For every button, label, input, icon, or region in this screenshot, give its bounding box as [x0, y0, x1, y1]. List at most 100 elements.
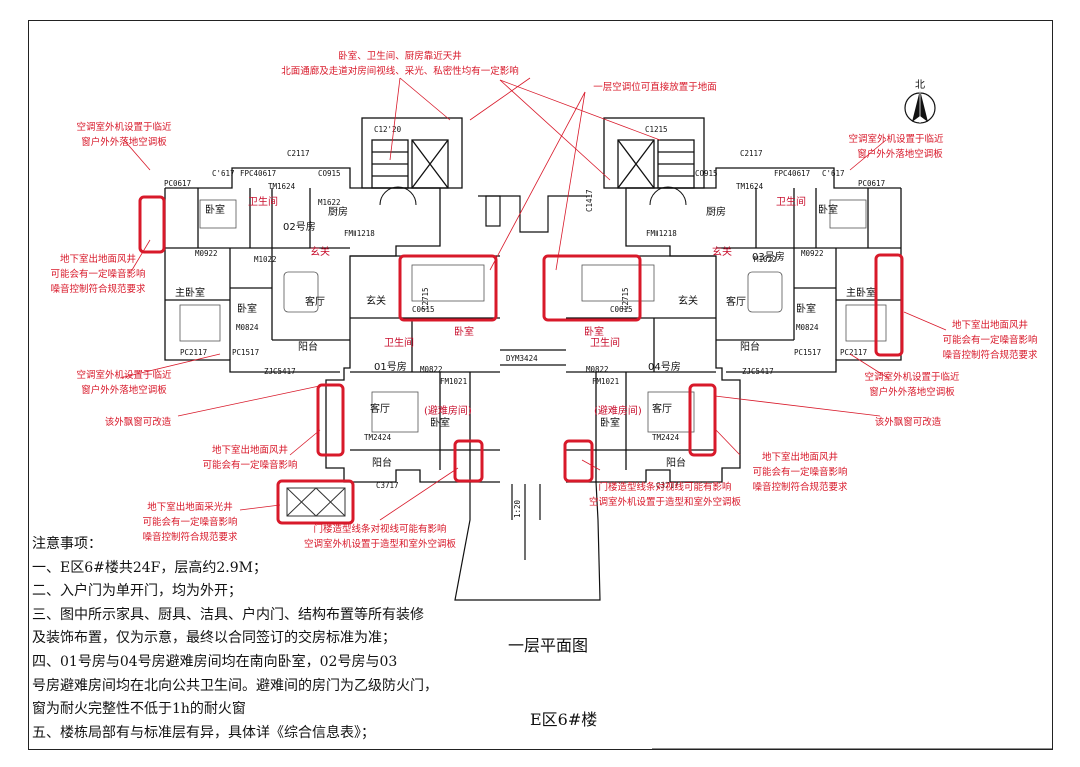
room-label: 阳台 — [666, 456, 686, 469]
opening-code: FPC40617 — [240, 169, 276, 178]
note-line: 一、E区6#楼共24F，层高约2.9M； — [32, 559, 267, 576]
highlight-ac-right — [874, 253, 904, 357]
room-label: 阳台 — [298, 340, 318, 353]
annotation-text: 噪音控制符合规范要求 — [752, 481, 848, 493]
opening-code: C0615 — [412, 305, 435, 314]
notes-block: 注意事项： 一、E区6#楼共24F，层高约2.9M； 二、入户门为单开门，均为外… — [32, 533, 502, 745]
opening-code: CO915 — [695, 169, 718, 178]
building-title: E区6#楼 — [530, 710, 598, 729]
stair-core-left — [379, 186, 417, 206]
annotation-text: 可能会有一定噪音影响 — [142, 516, 237, 528]
room-label: 客厅 — [370, 402, 390, 415]
opening-code: FPC40617 — [774, 169, 810, 178]
opening-code: TM1624 — [268, 182, 296, 191]
opening-code: M1622 — [318, 198, 341, 207]
opening-code: C2715 — [621, 287, 630, 310]
opening-code: PC2117 — [180, 348, 207, 357]
room-label: 阳台 — [372, 456, 392, 469]
opening-code: M1022 — [254, 255, 277, 264]
annotation-text: 空调室外机设置于临近 — [864, 371, 960, 383]
drawing-border — [28, 20, 1053, 750]
opening-code: C'617 — [212, 169, 235, 178]
opening-code: C3717 — [656, 481, 679, 490]
note-line: 及装饰布置，仅为示意，最终以合同签订的交房标准为准； — [32, 630, 396, 647]
annotation-text: 门楼造型线条对视线可能有影响 — [598, 481, 731, 493]
highlight-skylight — [276, 479, 355, 525]
opening-code: PC1517 — [794, 348, 821, 357]
notes-heading: 注意事项： — [32, 536, 102, 552]
note-line: 号房避难房间均在北向公共卫生间。避难间的房门为乙级防火门， — [32, 677, 438, 694]
annotation-text: 地下室出地面风井 — [212, 444, 288, 456]
highlight-boxes — [138, 195, 904, 525]
annotation-text: 噪音控制符合规范要求 — [50, 283, 146, 295]
highlight-entrance-right — [563, 439, 594, 483]
opening-code: C12'20 — [374, 125, 402, 134]
north-arrow-icon: 北 — [904, 79, 936, 124]
opening-code: M0824 — [236, 323, 259, 332]
annotation-text: 噪音控制符合规范要求 — [142, 531, 238, 543]
highlight-ac-left-mid — [316, 383, 345, 457]
room-label: 卫生间 — [384, 336, 414, 349]
room-label: 厨房 — [328, 205, 348, 218]
room-label: 玄关 — [310, 245, 330, 258]
annotation-text: 地下室出地面风井 — [762, 451, 838, 463]
opening-code: M0922 — [801, 249, 824, 258]
highlight-ac-right-mid — [688, 383, 717, 457]
opening-code: M0922 — [195, 249, 218, 258]
annotation-text: 空调室外机设置于临近 — [76, 369, 172, 381]
note-line: 五、楼栋局部有与标准层有异，具体详《综合信息表》； — [32, 724, 375, 741]
annotation-text: 可能会有一定噪音影响 — [202, 459, 297, 471]
note-line: 窗为耐火完整性不低于1h的耐火窗 — [32, 701, 246, 718]
room-label: 卧室 — [796, 302, 816, 315]
highlight-courtyard-left — [398, 254, 498, 322]
room-label: 卧室 — [818, 203, 838, 216]
opening-code: PC1517 — [232, 348, 259, 357]
annotation-text: 空调室外机设置于造型和室外空调板 — [304, 538, 457, 550]
north-label: 北 — [915, 79, 925, 91]
opening-code: M0822 — [586, 365, 609, 374]
room-label: 玄关 — [712, 245, 732, 258]
room-label: 卫生间 — [248, 195, 278, 208]
opening-code: CO915 — [318, 169, 341, 178]
room-label: 主卧室 — [175, 286, 205, 299]
opening-code: ZJC5417 — [742, 367, 774, 376]
opening-code: 1:20 — [513, 499, 522, 518]
opening-code: M1022 — [754, 255, 777, 264]
room-labels: 卧室 卫生间 厨房 玄关 客厅 主卧室 卧室 阳台 02号房 卫生间 卧室 01… — [175, 195, 876, 469]
opening-code: C0615 — [610, 305, 633, 314]
annotation-text: 地下室出地面采光井 — [147, 501, 233, 513]
note-line: 三、图中所示家具、厨具、洁具、户内门、结构布置等所有装修 — [32, 606, 424, 623]
annotation-text: 可能会有一定噪音影响 — [942, 334, 1037, 346]
annotation-text: 卧室、卫生间、厨房靠近天井 — [338, 50, 462, 62]
room-label: 卧室 — [454, 325, 474, 338]
opening-code: TM2424 — [364, 433, 392, 442]
central-entrance — [454, 195, 601, 601]
room-label: 玄关 — [366, 294, 386, 307]
opening-code: PC0617 — [858, 179, 885, 188]
opening-code: PC2117 — [840, 348, 867, 357]
opening-code: PC0617 — [164, 179, 191, 188]
opening-code: M0824 — [796, 323, 819, 332]
annotation-text: 空调室外机设置于临近 — [76, 121, 172, 133]
room-label: 04号房 — [648, 360, 681, 373]
opening-code: C3717 — [376, 481, 399, 490]
opening-code: ZJC5417 — [264, 367, 296, 376]
annotation-text: 地下室出地面风井 — [60, 253, 136, 265]
room-label: 卧室 — [205, 203, 225, 216]
annotation-text: 窗户外外落地空调板 — [81, 136, 167, 148]
opening-code: FMⅡ1218 — [344, 229, 375, 238]
room-label: 客厅 — [305, 295, 325, 308]
annotation-text: 门楼造型线条对视线可能有影响 — [313, 523, 446, 535]
note-line: 二、入户门为单开门，均为外开； — [32, 583, 242, 600]
annotations: 卧室、卫生间、厨房靠近天井 北面通廊及走道对房间视线、采光、私密性均有一定影响 … — [50, 50, 1038, 550]
opening-code: TM2424 — [652, 433, 680, 442]
opening-code: FM1021 — [440, 377, 467, 386]
annotation-text: 北面通廊及走道对房间视线、采光、私密性均有一定影响 — [281, 65, 519, 77]
highlight-ac-left-top — [138, 195, 166, 254]
annotation-text: 窗户外外落地空调板 — [857, 148, 943, 160]
room-label: 卫生间 — [590, 336, 620, 349]
annotation-text: 可能会有一定噪音影响 — [752, 466, 847, 478]
room-label: 01号房 — [374, 360, 407, 373]
room-label: 主卧室 — [846, 286, 876, 299]
